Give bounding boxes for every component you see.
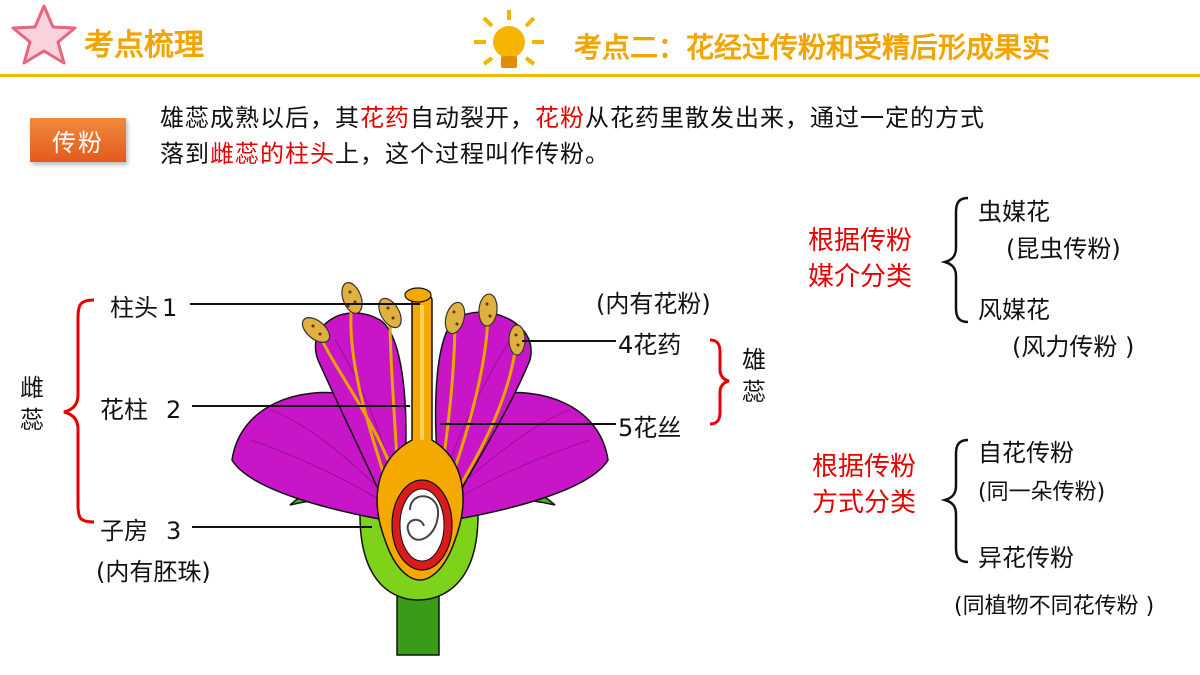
class-method-title-line2: 方式分类: [812, 488, 917, 518]
brace-method: [940, 438, 969, 564]
intro-highlight-pollen: 花粉: [535, 104, 585, 132]
topic-title: 考点二：花经过传粉和受精后形成果实: [574, 31, 1051, 64]
intro-text: 自动裂开，: [410, 104, 535, 132]
intro-highlight-stigma: 雌蕊的柱头: [210, 140, 335, 168]
label-style: 花柱 2: [100, 390, 181, 425]
class-method-title-line1: 根据传粉: [812, 452, 917, 482]
class-method-title: 根据传粉 方式分类: [812, 449, 916, 521]
label-style-text: 花柱: [100, 396, 148, 424]
intro-text: 上，这个过程叫作传粉。: [335, 140, 610, 168]
header-title: 考点梳理: [84, 28, 204, 63]
intro-highlight-anther: 花药: [360, 104, 410, 132]
label-ovary-text: 子房: [100, 517, 148, 545]
label-filament: 5花丝: [618, 414, 682, 442]
section-tag: 传粉: [30, 118, 126, 162]
class-medium-title-line1: 根据传粉: [808, 226, 913, 256]
class-item-self: 自花传粉: [978, 439, 1074, 467]
intro-text: 落到: [160, 140, 210, 168]
brace-pistil: [63, 298, 95, 524]
label-ovary: 子房 3: [100, 511, 181, 546]
class-medium-title-line2: 媒介分类: [808, 262, 913, 292]
label-ovary-num: 3: [166, 517, 182, 545]
stamen-group-label: 雄蕊: [742, 346, 766, 406]
label-stigma-text: 柱头: [110, 294, 158, 322]
class-note-cross: (同植物不同花传粉 ): [954, 594, 1155, 619]
intro-paragraph: 雄蕊成熟以后，其花药自动裂开，花粉从花药里散发出来，通过一定的方式落到雌蕊的柱头…: [160, 100, 1170, 172]
brace-stamen: [709, 338, 730, 426]
class-note-self: (同一朵传粉): [978, 480, 1106, 505]
header-divider: [0, 74, 1200, 77]
star-icon: [11, 4, 77, 65]
label-stigma-num: 1: [162, 294, 178, 322]
intro-text: 雄蕊成熟以后，其: [160, 104, 360, 132]
flower-illustration: [231, 282, 609, 656]
lightbulb-icon: [474, 10, 544, 68]
class-medium-title: 根据传粉 媒介分类: [808, 223, 912, 295]
pistil-group-label: 雌蕊: [20, 374, 44, 434]
class-note-wind: (风力传粉 ): [1012, 333, 1135, 361]
label-style-num: 2: [166, 396, 182, 424]
class-item-cross: 异花传粉: [978, 544, 1074, 572]
intro-text: 从花药里散发出来，通过一定的方式: [585, 104, 985, 132]
class-item-insect: 虫媒花: [978, 198, 1050, 226]
label-anther: 4花药: [618, 331, 682, 359]
petal-upper-right: [434, 311, 532, 523]
label-pollen-note: (内有花粉): [596, 290, 711, 318]
ovule: [406, 495, 440, 541]
class-item-wind: 风媒花: [978, 296, 1050, 324]
class-note-insect: (昆虫传粉): [1006, 235, 1121, 263]
label-ovary-note: (内有胚珠): [96, 558, 211, 586]
brace-medium: [940, 196, 969, 324]
